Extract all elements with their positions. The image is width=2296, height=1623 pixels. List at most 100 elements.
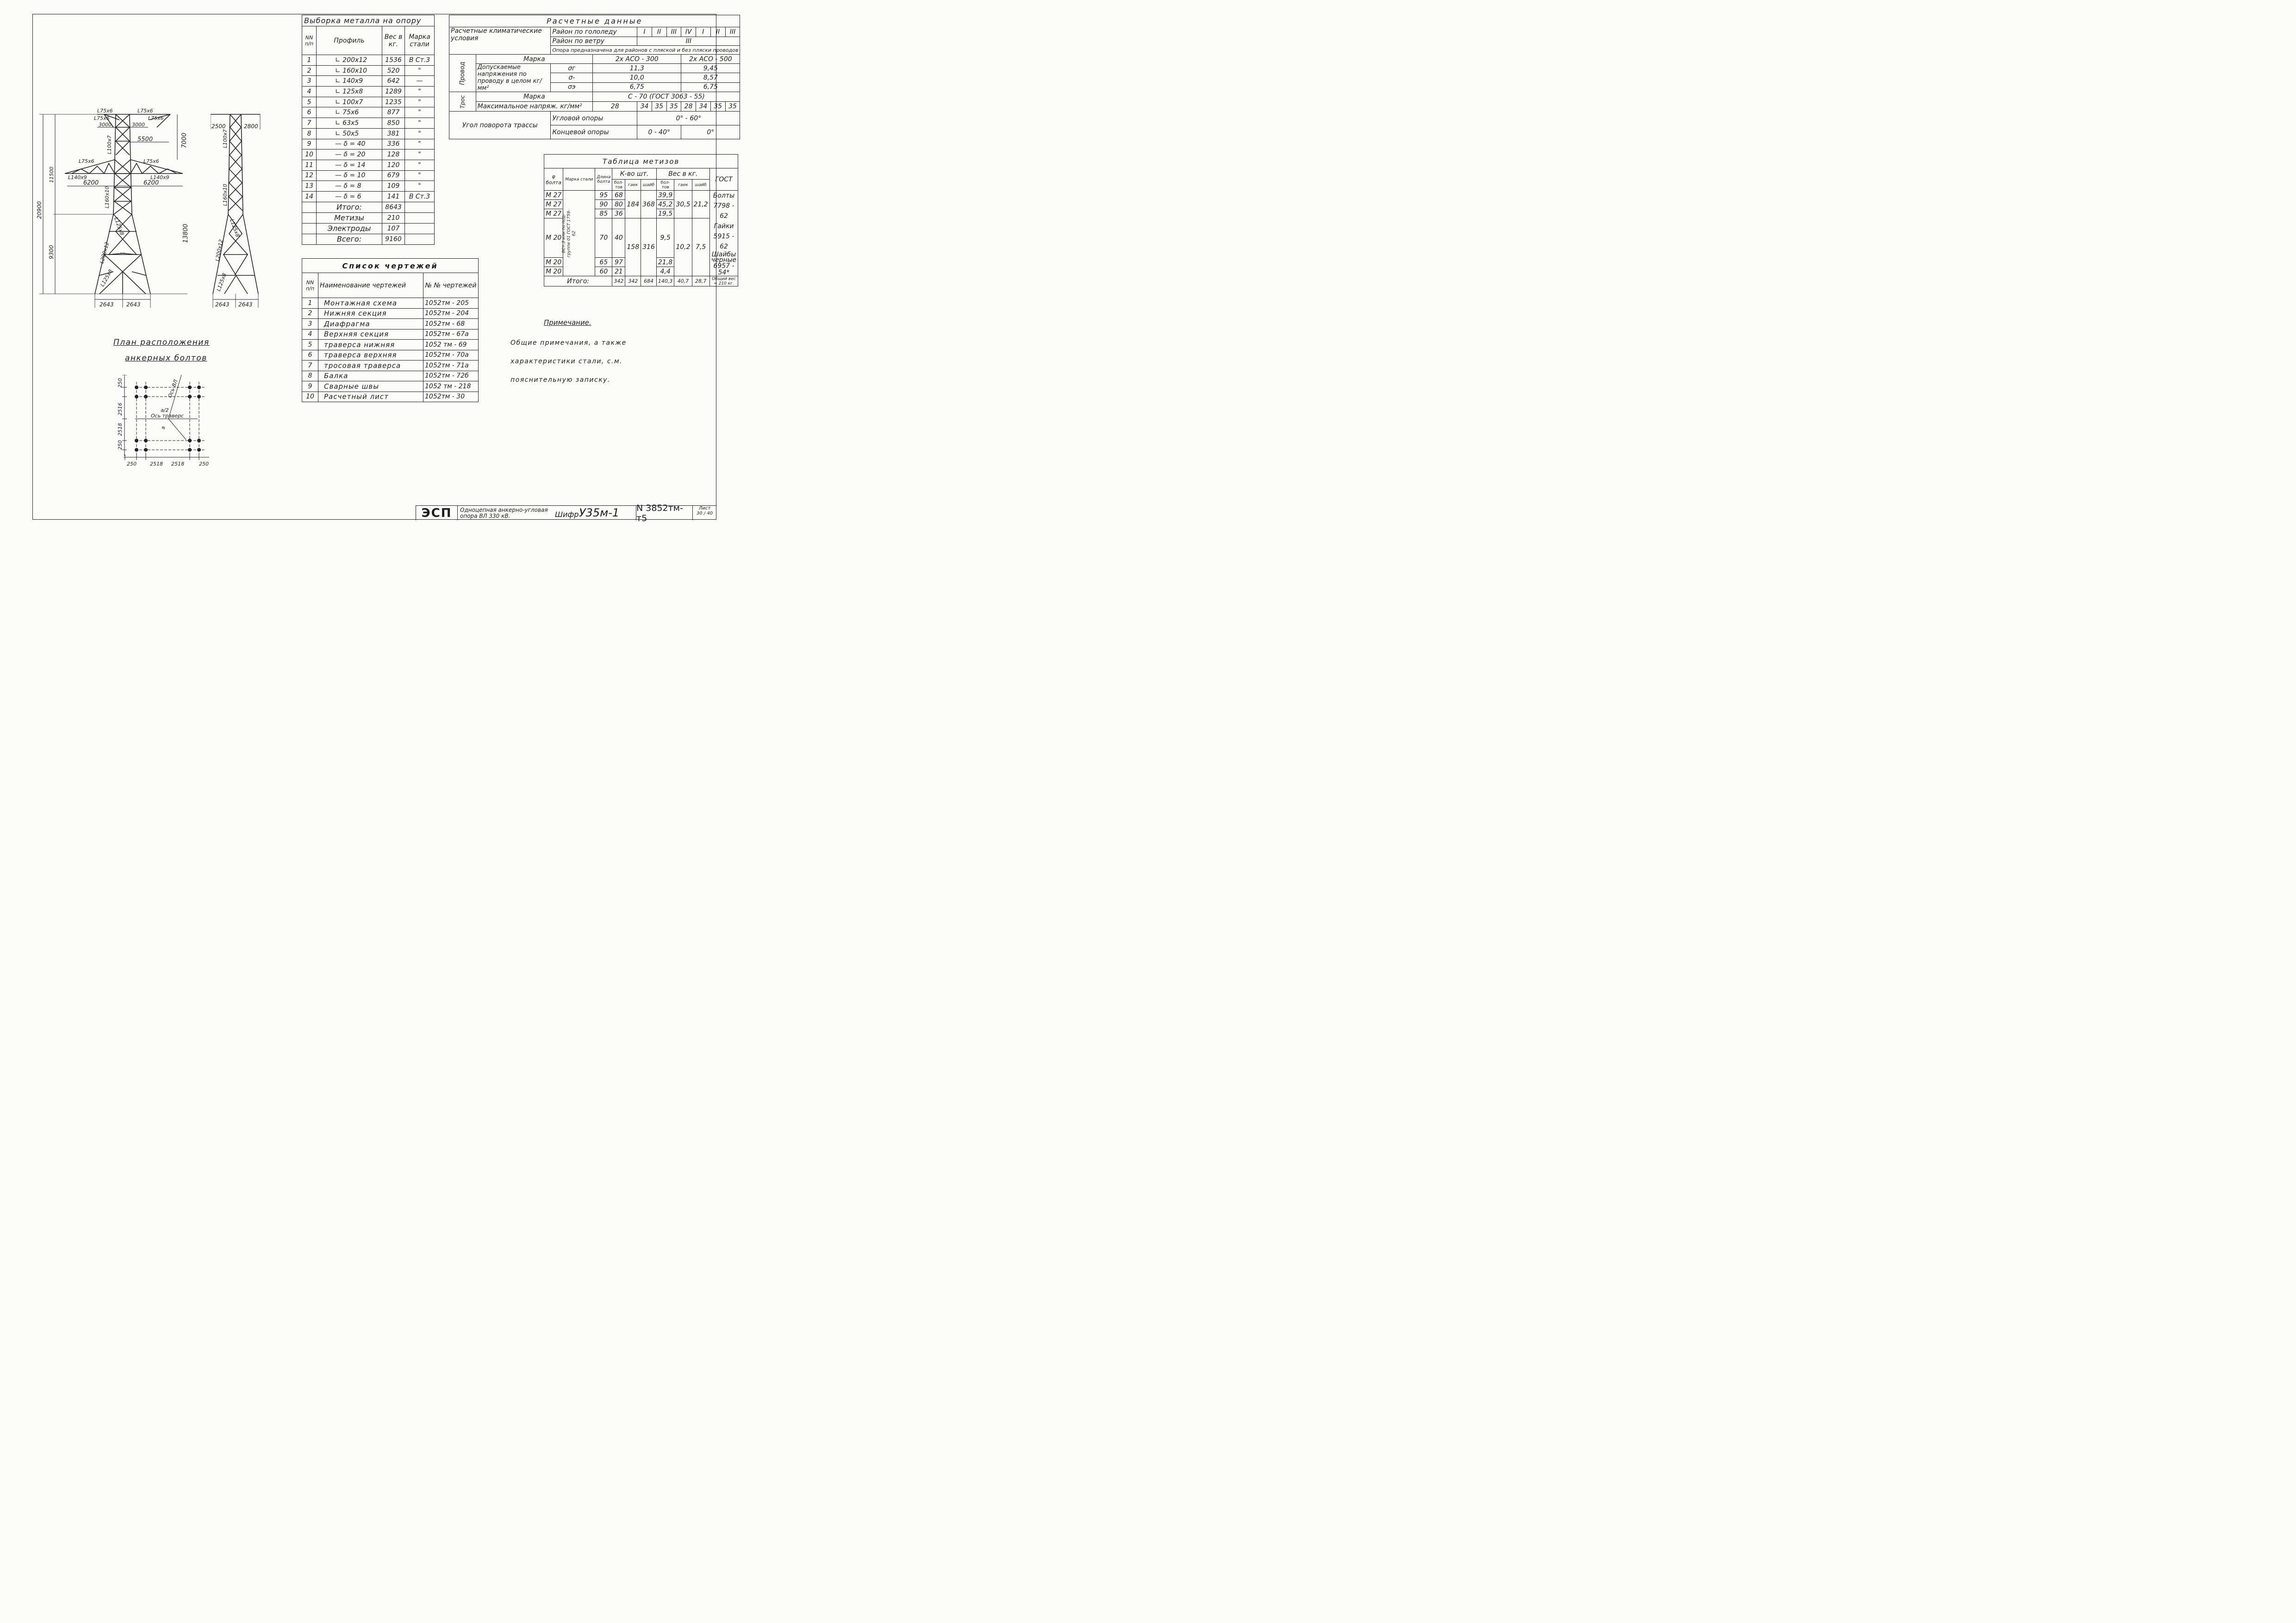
calc-wire-label: Провод [449, 54, 476, 92]
hw-dia: М 27 [543, 209, 564, 218]
calc-table: Расчетные данные Расчетные климатические… [448, 15, 740, 139]
metal-col-nn: NN п/п [302, 26, 317, 55]
metal-row-grade: В Ст.3 [404, 55, 435, 66]
metal-row-n: 5 [302, 96, 317, 108]
hw-total-wn: 40,7 [674, 276, 692, 286]
metal-row-profile: — δ = 40 [316, 138, 382, 150]
metal-total-weight: 210 [382, 212, 405, 224]
hw-sub-washers: шайб [641, 179, 657, 191]
front-label: L75x6 [94, 115, 110, 121]
side-label: 2800 [244, 123, 258, 130]
front-label: L160x10 [104, 186, 110, 208]
max-stress-label: Максимальное напряж. кг/мм² [475, 101, 593, 112]
hw-sub-nuts-w: гаек [674, 179, 692, 191]
metal-row-n: 9 [302, 138, 317, 150]
ice-value: IV [681, 27, 696, 37]
ice-value: II [710, 27, 726, 37]
metal-total-weight: 9160 [382, 233, 405, 245]
hw-m20-washers: 316 [641, 218, 657, 276]
drawings-row-name: тросовая траверса [318, 360, 423, 371]
gost-line: Гайки [714, 223, 734, 230]
drawings-row-name: Балка [318, 370, 423, 381]
hw-bolts: 36 [612, 209, 626, 218]
metal-row-profile: ∟ 63x5 [316, 118, 382, 129]
stamp-sheet-block: Лист 30 / 40 [692, 506, 716, 520]
drawings-row-num: 1052 тм - 69 [423, 339, 479, 350]
metal-row-grade: " [404, 107, 435, 118]
stress-sym: σг [550, 63, 593, 74]
stress-a: 6,75 [592, 82, 682, 93]
hw-bolts: 40 [612, 218, 626, 258]
hw-col-count: К-во шт. [612, 168, 657, 180]
metal-col-profile: Профиль [316, 26, 382, 55]
front-label: 3000 [132, 122, 145, 128]
note-title: Примечание. [544, 318, 591, 327]
stress-sym: σэ [550, 82, 593, 93]
hw-total-n: 342 [625, 276, 641, 286]
metal-total-label: Итого: [316, 201, 382, 213]
end-value-1: 0 - 40° [637, 125, 682, 139]
metal-row-weight: 877 [382, 107, 405, 118]
hw-bolt-weight: 45,2 [656, 199, 675, 209]
front-label: L125x8 [99, 268, 114, 288]
metal-total-row: Итого:8643 [302, 201, 435, 213]
angle-support-label: Угловой опоры [550, 111, 638, 125]
front-label: L140x9 [150, 174, 169, 180]
ice-value: III [666, 27, 682, 37]
calc-cable-label: Трос [449, 92, 476, 112]
hw-m20-wwashers: 7,5 [691, 218, 710, 276]
metal-table-title: Выборка металла на опору [302, 15, 435, 26]
metal-table: Выборка металла на опору NN п/п Профиль … [302, 15, 435, 245]
metal-row-weight: 520 [382, 65, 405, 76]
calc-wire-grade-label: Марка [475, 54, 593, 64]
plan-dim: 2518 [117, 423, 123, 436]
metal-row-n: 12 [302, 170, 317, 181]
metal-row-profile: ∟ 100x7 [316, 96, 382, 108]
metal-total-label: Всего: [316, 233, 382, 245]
drawings-row-n: 9 [302, 381, 318, 392]
max-stress-value: 35 [710, 101, 726, 112]
side-label: L200x12 [214, 239, 224, 261]
stamp-number: N 3852тм-т5 [636, 503, 692, 523]
metal-row-weight: 128 [382, 149, 405, 160]
drawings-col-name: Наименование чертежей [318, 273, 423, 298]
tower-side-view: 2500 2800 L100x7 L160x10 L125x8 L200x12 … [211, 114, 261, 308]
drawings-row-num: 1052тм - 205 [423, 298, 479, 309]
gost-line: 6957 - 54* [713, 262, 734, 276]
stamp-sheets: 40 [707, 511, 713, 516]
max-stress-value: 28 [681, 101, 696, 112]
front-label: 3000 [99, 122, 112, 128]
metal-total-label: Электроды [316, 223, 382, 234]
hw-sub-washers-w: шайб [691, 179, 710, 191]
stamp-desc2: опора ВЛ 330 кВ. [460, 512, 510, 519]
max-stress-value: 28 [592, 101, 638, 112]
side-label: 2643 [238, 301, 253, 308]
metal-row-grade: — [404, 75, 435, 87]
metal-row-grade: " [404, 138, 435, 150]
drawings-table: Список чертежей NN п/п Наименование черт… [302, 258, 479, 402]
angle-value: 0° - 60° [637, 111, 740, 125]
drawings-row-n: 8 [302, 370, 318, 381]
calc-wire-text: Провод [459, 61, 466, 85]
metal-row-n: 1 [302, 55, 317, 66]
hw-col-grade: Марка стали [563, 168, 596, 191]
hw-dia: М 20 [543, 218, 564, 258]
metal-row-profile: ∟ 50x5 [316, 128, 382, 139]
front-label: L75x6 [143, 158, 159, 164]
metal-row-profile: — δ = 14 [316, 159, 382, 171]
metal-total-label: Метизы [316, 212, 382, 224]
drawings-row-name: Сварные швы [318, 381, 423, 392]
cable-grade-label: Марка [475, 92, 593, 102]
note-line: Общие примечания, а также [510, 339, 627, 347]
hw-total-b: 342 [612, 276, 626, 286]
metal-total-blank [404, 201, 435, 213]
metal-total-blank [404, 233, 435, 245]
metal-row-weight: 1289 [382, 86, 405, 97]
